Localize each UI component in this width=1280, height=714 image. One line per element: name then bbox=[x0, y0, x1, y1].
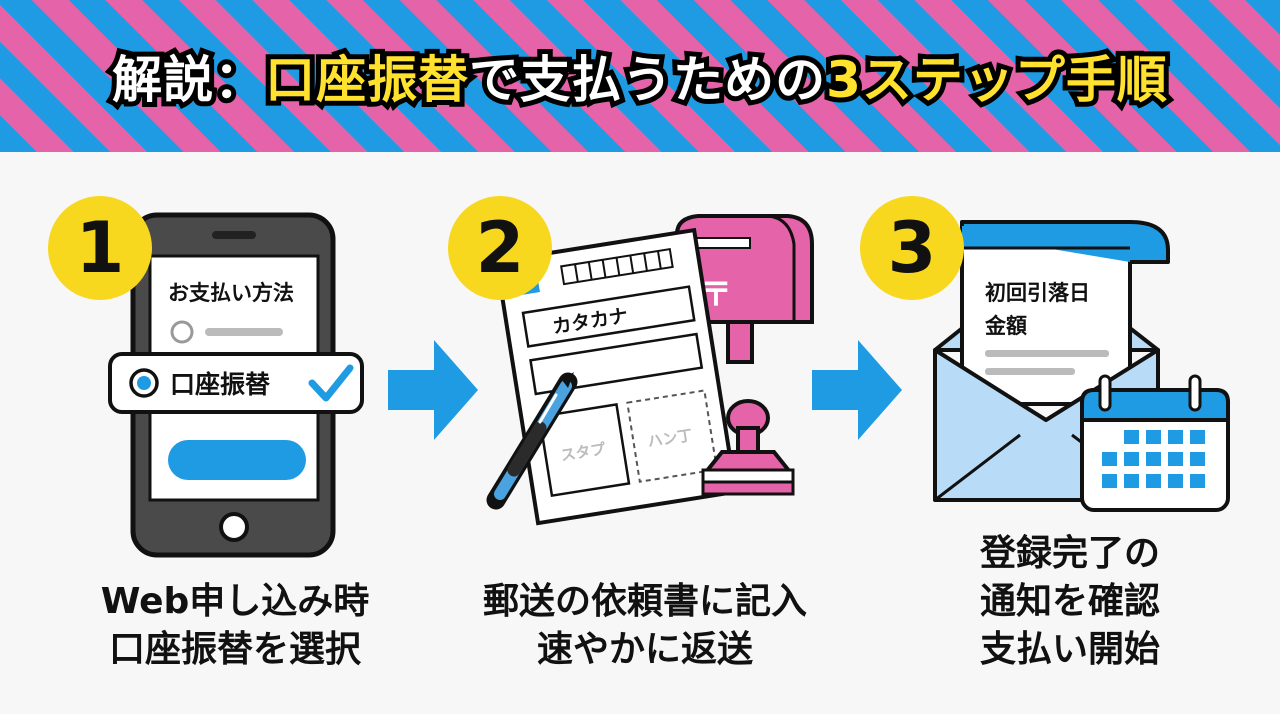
step-3-caption: 登録完了の 通知を確認 支払い開始 bbox=[900, 530, 1240, 674]
selected-option-label: 口座振替 bbox=[170, 370, 270, 399]
payment-option-card: 口座振替 bbox=[108, 352, 364, 414]
letter-line-1: 初回引落日 bbox=[985, 281, 1090, 305]
step-2-badge: 2 bbox=[448, 196, 552, 300]
step2-pen bbox=[486, 372, 578, 510]
step2-stamp bbox=[701, 399, 795, 496]
step-2-caption: 郵送の依頼書に記入 速やかに返送 bbox=[440, 578, 850, 674]
page-title: 解説： 口座振替 で支払うための 3ステップ手順 bbox=[0, 0, 1280, 152]
caption-line: 郵送の依頼書に記入 bbox=[482, 581, 807, 622]
caption-line: 支払い開始 bbox=[979, 629, 1160, 670]
arrow-right-icon bbox=[812, 340, 902, 440]
title-part-3: で支払うための bbox=[464, 46, 830, 114]
title-part-1: 解説： bbox=[107, 46, 269, 114]
phone-heading: お支払い方法 bbox=[168, 281, 294, 305]
caption-line: 登録完了の bbox=[979, 533, 1160, 574]
step-1-badge: 1 bbox=[48, 196, 152, 300]
calendar-icon bbox=[1080, 374, 1230, 512]
step-1-caption: Web申し込み時 口座振替を選択 bbox=[40, 578, 430, 674]
caption-line: 口座振替を選択 bbox=[108, 629, 361, 670]
header-banner bbox=[0, 0, 1280, 152]
step-3-badge: 3 bbox=[860, 196, 964, 300]
title-part-2: 口座振替 bbox=[260, 46, 473, 114]
caption-line: Web申し込み時 bbox=[100, 581, 370, 622]
title-part-4: 3ステップ手順 bbox=[821, 46, 1172, 114]
checkmark-icon bbox=[308, 364, 354, 402]
pay-button bbox=[168, 440, 306, 480]
arrow-right-icon bbox=[388, 340, 478, 440]
caption-line: 速やかに返送 bbox=[536, 629, 753, 670]
letter-line-2: 金額 bbox=[984, 314, 1027, 338]
radio-unselected bbox=[170, 320, 194, 344]
caption-line: 通知を確認 bbox=[979, 581, 1160, 622]
